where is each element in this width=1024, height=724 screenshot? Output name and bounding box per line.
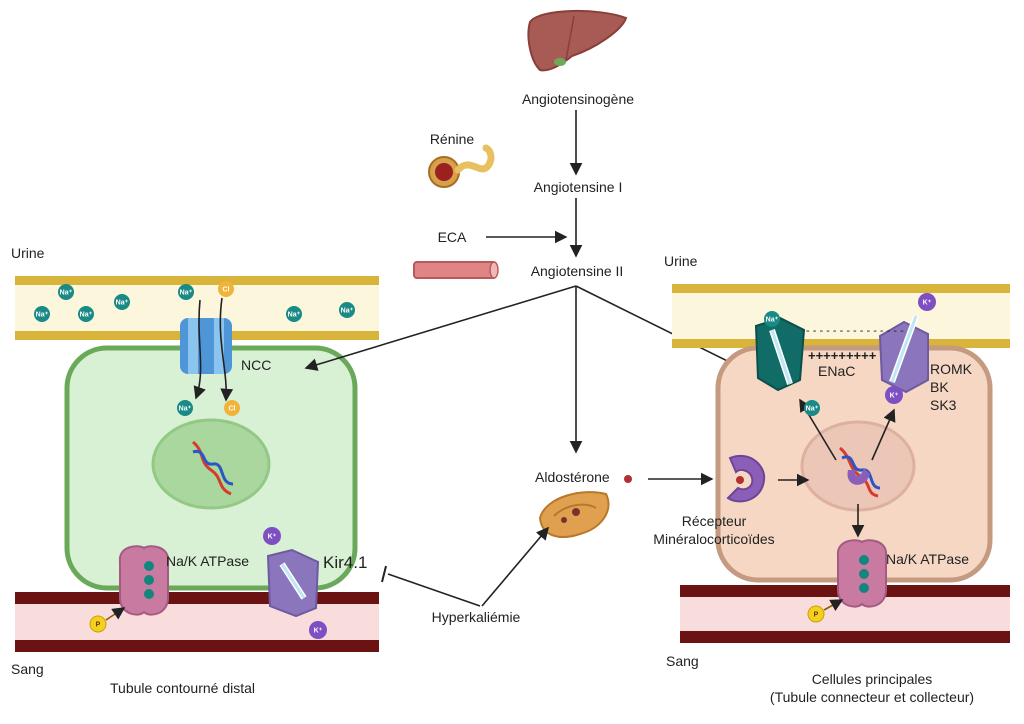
potassium-ion: K⁺ [263, 527, 281, 545]
potassium-ion: K⁺ [918, 293, 936, 311]
receptor-label-line1: Récepteur [682, 513, 747, 529]
right-blood-label: Sang [666, 653, 699, 669]
ncc-transporter [180, 297, 234, 402]
inhibit-line-kir41 [387, 573, 481, 607]
arrow-to-adrenal [481, 526, 550, 607]
chloride-ion: Cl [218, 281, 234, 297]
chloride-ion: Cl [224, 400, 240, 416]
kir41-label: Kir4.1 [323, 553, 367, 572]
svg-text:Na⁺: Na⁺ [288, 312, 301, 319]
kir41-channel: K⁺ K⁺ [263, 527, 327, 639]
svg-text:Na⁺: Na⁺ [80, 312, 93, 319]
sodium-ion: Na⁺ [764, 311, 780, 327]
svg-text:Cl: Cl [223, 287, 230, 294]
sodium-ion: Na⁺ [178, 284, 194, 300]
svg-text:P: P [96, 622, 101, 629]
right-caption-line2: (Tubule connecteur et collecteur) [770, 689, 974, 705]
svg-text:K⁺: K⁺ [268, 534, 277, 541]
right-caption-line1: Cellules principales [812, 671, 933, 687]
left-na-k-atpase-label: Na/K ATPase [166, 553, 249, 569]
mineralocorticoid-receptor [726, 455, 766, 503]
svg-text:K⁺: K⁺ [923, 300, 932, 307]
sodium-ion: Na⁺ [78, 306, 94, 322]
svg-text:P: P [814, 612, 819, 619]
channel-sk3-label: SK3 [930, 397, 957, 413]
sodium-ion: Na⁺ [34, 306, 50, 322]
renin-label: Rénine [430, 131, 475, 147]
left-blood-label: Sang [11, 661, 44, 677]
phosphate-ion: P [807, 605, 825, 623]
pc-nucleus [800, 420, 916, 512]
svg-text:Na⁺: Na⁺ [341, 308, 354, 315]
left-lumen-ions: Na⁺ Na⁺ Na⁺ Na⁺ Na⁺ Cl Na⁺ Na⁺ [34, 281, 355, 322]
sodium-ion: Na⁺ [114, 294, 130, 310]
angiotensinogen-label: Angiotensinogène [522, 91, 634, 107]
sodium-ion: Na⁺ [804, 400, 820, 416]
phosphate-ion: P [89, 615, 107, 633]
left-na-k-atpase: P [89, 545, 170, 633]
left-urine-label: Urine [11, 245, 45, 261]
potassium-ion: K⁺ [309, 621, 327, 639]
right-na-k-atpase-label: Na/K ATPase [886, 551, 969, 567]
kidney-nephron-illustration [428, 144, 495, 188]
eca-label: ECA [438, 229, 467, 245]
right-na-k-atpase: P [807, 539, 888, 623]
membrane-negative-charges: - - - - - - - - - - - - - - - [806, 325, 904, 337]
inhibit-bar [381, 565, 387, 583]
enac-label: ENaC [818, 363, 855, 379]
svg-text:Na⁺: Na⁺ [179, 406, 192, 413]
sodium-ion: Na⁺ [177, 400, 193, 416]
svg-text:Na⁺: Na⁺ [116, 300, 129, 307]
arrow-to-ncc [304, 285, 577, 371]
ncc-label: NCC [241, 357, 271, 373]
sodium-ion: Na⁺ [58, 284, 74, 300]
channel-bk-label: BK [930, 379, 949, 395]
left-blood-vessel [15, 592, 379, 652]
svg-text:Na⁺: Na⁺ [36, 312, 49, 319]
svg-text:Na⁺: Na⁺ [806, 406, 819, 413]
adrenal-gland-illustration [538, 491, 610, 538]
angiotensin-2-label: Angiotensine II [531, 263, 624, 279]
hyperkalemia-label: Hyperkaliémie [432, 609, 521, 625]
aldosterone-label: Aldostérone [535, 469, 610, 485]
liver-illustration [527, 9, 628, 72]
aldosterone-molecule [624, 475, 632, 483]
membrane-positive-charges: +++++++++ [808, 348, 877, 363]
potassium-ion: K⁺ [885, 386, 903, 404]
right-urine-label: Urine [664, 253, 698, 269]
sodium-ion: Na⁺ [286, 306, 302, 322]
enac-channel: Na⁺ Na⁺ [754, 311, 820, 416]
romk-channel: K⁺ K⁺ [878, 293, 936, 404]
left-cell-ions: Na⁺ Cl [177, 400, 240, 416]
svg-text:K⁺: K⁺ [890, 393, 899, 400]
svg-text:Cl: Cl [229, 406, 236, 413]
channel-romk-label: ROMK [930, 361, 973, 377]
left-caption: Tubule contourné distal [110, 680, 255, 696]
arrow-nucleus-to-romk [871, 408, 896, 461]
sodium-ion: Na⁺ [339, 302, 355, 318]
angiotensin-1-label: Angiotensine I [534, 179, 623, 195]
dct-nucleus [151, 418, 271, 510]
vessel-illustration [413, 261, 499, 279]
right-lumen [672, 284, 1010, 348]
svg-text:K⁺: K⁺ [314, 628, 323, 635]
svg-text:Na⁺: Na⁺ [766, 317, 779, 324]
svg-text:Na⁺: Na⁺ [60, 290, 73, 297]
receptor-label-line2: Minéralocorticoïdes [653, 531, 774, 547]
svg-text:Na⁺: Na⁺ [180, 290, 193, 297]
